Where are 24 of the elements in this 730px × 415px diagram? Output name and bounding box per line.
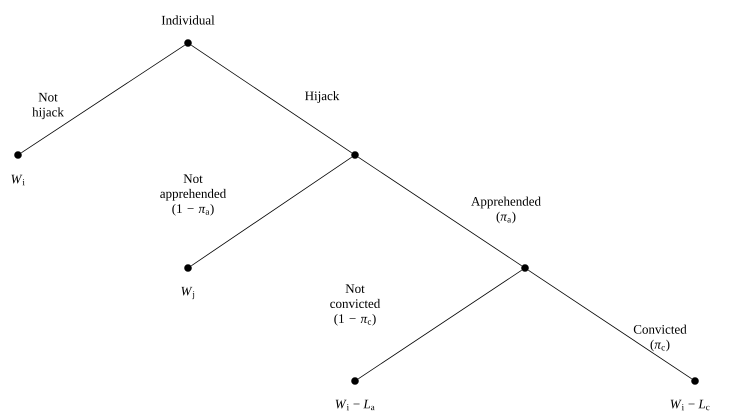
branch-line <box>190 44 352 154</box>
node-label: W$_{i}$ <box>11 174 25 186</box>
branch-line <box>358 270 522 380</box>
outcome-node: W$_{j}$ <box>181 264 194 300</box>
edge-label: Not apprehended (1 − π$_{a}$) <box>160 174 226 216</box>
edge-label: Not convicted (1 − π$_{c}$) <box>330 284 380 326</box>
edge-label: Apprehended (π$_{a}$) <box>471 196 541 224</box>
node-label: W$_{i}$ − L$_{a}$ <box>336 400 375 410</box>
outcome-node: W$_{i}$ <box>11 151 25 186</box>
branch-line <box>528 270 692 380</box>
outcome-node: Individual <box>162 15 214 47</box>
node-label: W$_{j}$ <box>181 286 194 300</box>
branch-line <box>20 44 186 154</box>
node-label: Individual <box>162 15 214 25</box>
branch-line <box>358 156 522 266</box>
outcome-node: W$_{i}$ − L$_{c}$ <box>670 377 710 410</box>
edge-label: Convicted (π$_{c}$) <box>634 324 687 352</box>
branch-node <box>521 264 529 272</box>
branch-line <box>190 156 352 266</box>
outcome-node: W$_{i}$ − L$_{a}$ <box>336 377 375 410</box>
edge-label: Not hijack <box>32 92 64 120</box>
branch-node <box>351 151 359 159</box>
edge-label: Hijack <box>305 91 340 103</box>
node-label: W$_{i}$ − L$_{c}$ <box>670 400 710 410</box>
